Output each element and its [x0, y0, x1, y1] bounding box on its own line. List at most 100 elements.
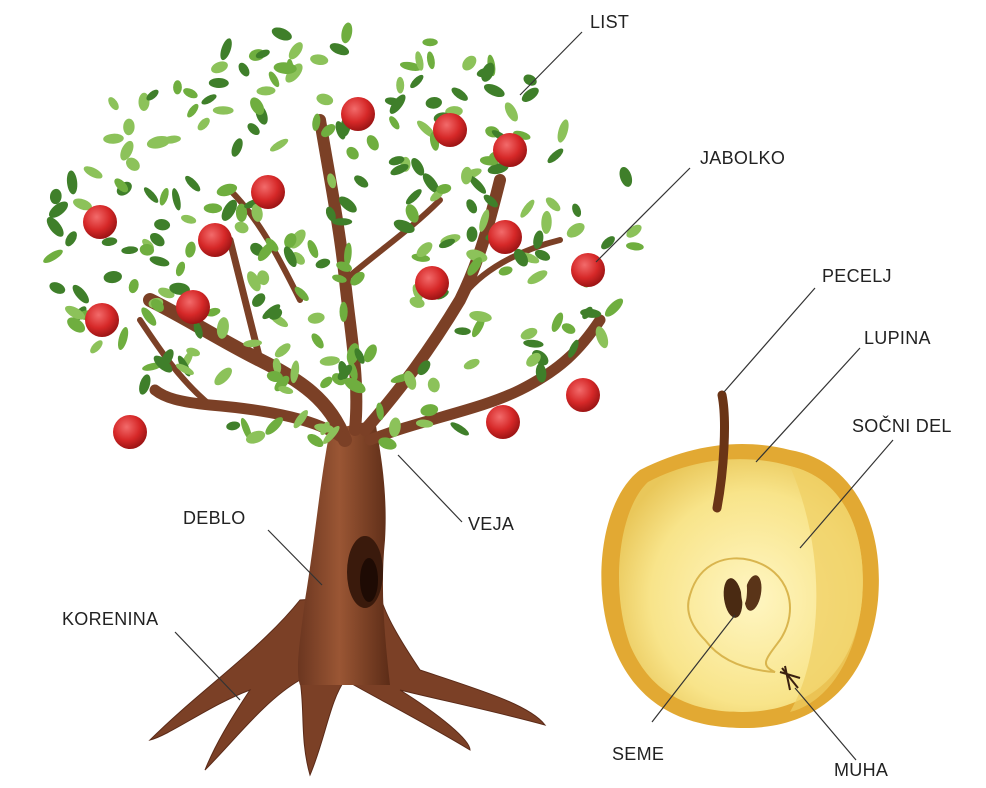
leaf	[560, 321, 577, 336]
leaf	[103, 133, 124, 144]
leaf	[408, 73, 425, 90]
leaf	[522, 72, 539, 88]
apple-cross-section	[601, 395, 879, 728]
leaf	[245, 121, 262, 137]
leaf	[103, 270, 123, 284]
leaf	[396, 77, 404, 94]
leaf	[314, 257, 331, 270]
leaf	[319, 355, 340, 366]
leaf	[41, 247, 64, 265]
leaf	[184, 241, 197, 259]
leaf	[518, 198, 537, 220]
leaf	[209, 78, 229, 88]
leaf	[544, 195, 563, 214]
leaf	[541, 211, 552, 234]
leaf	[426, 51, 436, 70]
leaf	[570, 202, 582, 218]
leaf	[170, 187, 182, 211]
leader-list	[520, 32, 582, 95]
leader-lupina	[756, 348, 860, 462]
leaf	[183, 174, 203, 194]
tree-apple	[433, 113, 467, 147]
label-deblo: DEBLO	[183, 508, 246, 528]
leaf	[148, 254, 170, 268]
leaf	[256, 86, 275, 96]
leaf	[422, 38, 437, 46]
tree-apple	[415, 266, 449, 300]
label-korenina: KORENINA	[62, 609, 158, 629]
tree-apple	[85, 303, 119, 337]
leaf	[340, 22, 354, 45]
leaf	[153, 218, 170, 231]
leaf	[233, 220, 250, 236]
leaf	[66, 170, 79, 195]
leaf	[449, 85, 470, 103]
leaf	[213, 106, 234, 115]
leaf	[88, 338, 105, 355]
leaf	[270, 25, 294, 43]
leaf	[545, 146, 565, 165]
leaf	[116, 326, 130, 351]
leaf	[482, 81, 507, 100]
tree-apple	[198, 223, 232, 257]
leaf	[519, 85, 541, 105]
leaf	[466, 226, 477, 242]
leaf	[48, 280, 67, 296]
leaf	[502, 100, 521, 123]
leaf	[123, 118, 135, 135]
tree-apple	[566, 378, 600, 412]
leaf	[549, 311, 565, 334]
leaf	[82, 164, 104, 181]
leaf	[267, 70, 282, 89]
leaf	[564, 220, 587, 241]
leaf	[340, 302, 348, 322]
leaf	[236, 61, 251, 78]
leaf	[180, 213, 197, 225]
leaf	[174, 260, 187, 277]
leaf	[309, 53, 328, 66]
leaf	[328, 41, 351, 58]
leaf	[63, 229, 79, 248]
leaf	[121, 246, 138, 255]
leaf	[344, 144, 361, 162]
leaf	[182, 86, 200, 100]
leaf	[315, 92, 334, 107]
leaf	[427, 377, 441, 394]
leaf	[309, 331, 326, 350]
leaf	[127, 278, 140, 294]
tree-apple	[488, 220, 522, 254]
leaf	[200, 92, 218, 106]
leaf	[173, 80, 182, 94]
leaf	[599, 234, 617, 252]
label-socni-del: SOČNI DEL	[852, 416, 952, 436]
leaf	[464, 197, 479, 215]
tree-apple	[83, 205, 117, 239]
label-seme: SEME	[612, 744, 664, 764]
leaf	[449, 420, 471, 438]
tree-apple	[341, 97, 375, 131]
leaf	[218, 37, 234, 62]
leaf	[142, 185, 161, 205]
trunk	[298, 420, 390, 685]
tree-apple	[493, 133, 527, 167]
leaf	[525, 268, 549, 287]
label-jabolko: JABOLKO	[700, 148, 785, 168]
leaf	[523, 339, 544, 349]
label-muha: MUHA	[834, 760, 888, 780]
leaf	[226, 420, 241, 431]
leaf	[158, 187, 171, 207]
leaf	[352, 173, 371, 190]
leaf	[602, 296, 626, 320]
label-list: LIST	[590, 12, 629, 32]
leaf	[617, 165, 634, 188]
leaf	[626, 241, 645, 251]
leaf	[185, 102, 200, 119]
leaf	[268, 136, 290, 153]
leaf	[272, 341, 292, 360]
leaf	[249, 291, 268, 310]
leaf	[44, 214, 67, 239]
leaf	[195, 116, 212, 133]
label-pecelj: PECELJ	[822, 266, 892, 286]
